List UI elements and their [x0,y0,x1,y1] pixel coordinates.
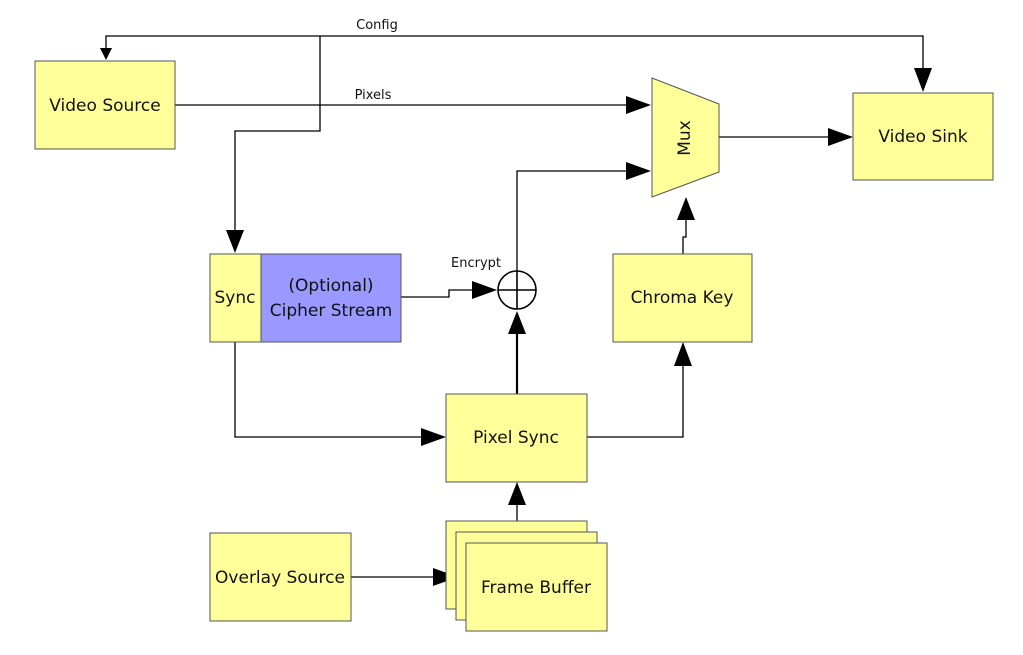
encrypt-label: Encrypt [451,256,501,271]
sync-to-pixel-sync-wire [234,342,425,438]
mux-label: Mux [675,120,695,156]
pixel-sync-block: Pixel Sync [445,393,588,483]
config-to-sync-arrow [226,230,244,253]
pixel-sync-to-xor-arrow [508,311,526,334]
video-sink-block: Video Sink [852,92,994,181]
sync-label: Sync [215,288,256,308]
chroma-key-label: Chroma Key [631,288,734,308]
encrypt-wire [401,289,476,298]
config-wire [105,35,924,74]
pixels-to-mux-arrow [626,96,651,114]
cipher-stream-label-line1: (Optional) [288,276,373,296]
cipher-stream-label-line2: Cipher Stream [270,301,393,321]
frame-buffer-to-pixel-sync-arrow [508,482,526,505]
overlay-source-block: Overlay Source [209,532,352,622]
overlay-source-label: Overlay Source [215,568,345,588]
video-source-block: Video Source [34,60,176,150]
pixel-sync-label: Pixel Sync [473,428,559,448]
mux-block: Mux [651,77,720,198]
chroma-to-mux-wire [682,218,687,254]
frame-buffer-stack: Frame Buffer [445,520,608,632]
config-to-video-source-arrow [100,48,112,60]
video-sink-label: Video Sink [878,127,967,147]
config-to-video-sink-arrow [914,68,932,92]
cipher-stream-block: (Optional) Cipher Stream [260,253,402,343]
sync-block: Sync [209,253,262,343]
xor-icon [497,270,537,310]
pixel-sync-to-chroma-wire [587,362,684,438]
frame-buffer-label: Frame Buffer [481,578,591,598]
sync-to-pixel-sync-arrow [421,428,446,446]
mux-to-sink-arrow [828,128,853,146]
chroma-to-mux-arrow [677,197,695,220]
encrypt-arrow [472,281,497,299]
video-source-label: Video Source [49,96,160,116]
pixels-label: Pixels [355,88,392,103]
config-to-sync-wire [234,36,321,234]
pixel-sync-to-chroma-arrow [674,342,692,366]
chroma-key-block: Chroma Key [612,253,753,343]
encrypted-to-mux-arrow [626,162,651,180]
config-label: Config [356,18,398,33]
encrypted-to-mux-wire [516,170,630,271]
